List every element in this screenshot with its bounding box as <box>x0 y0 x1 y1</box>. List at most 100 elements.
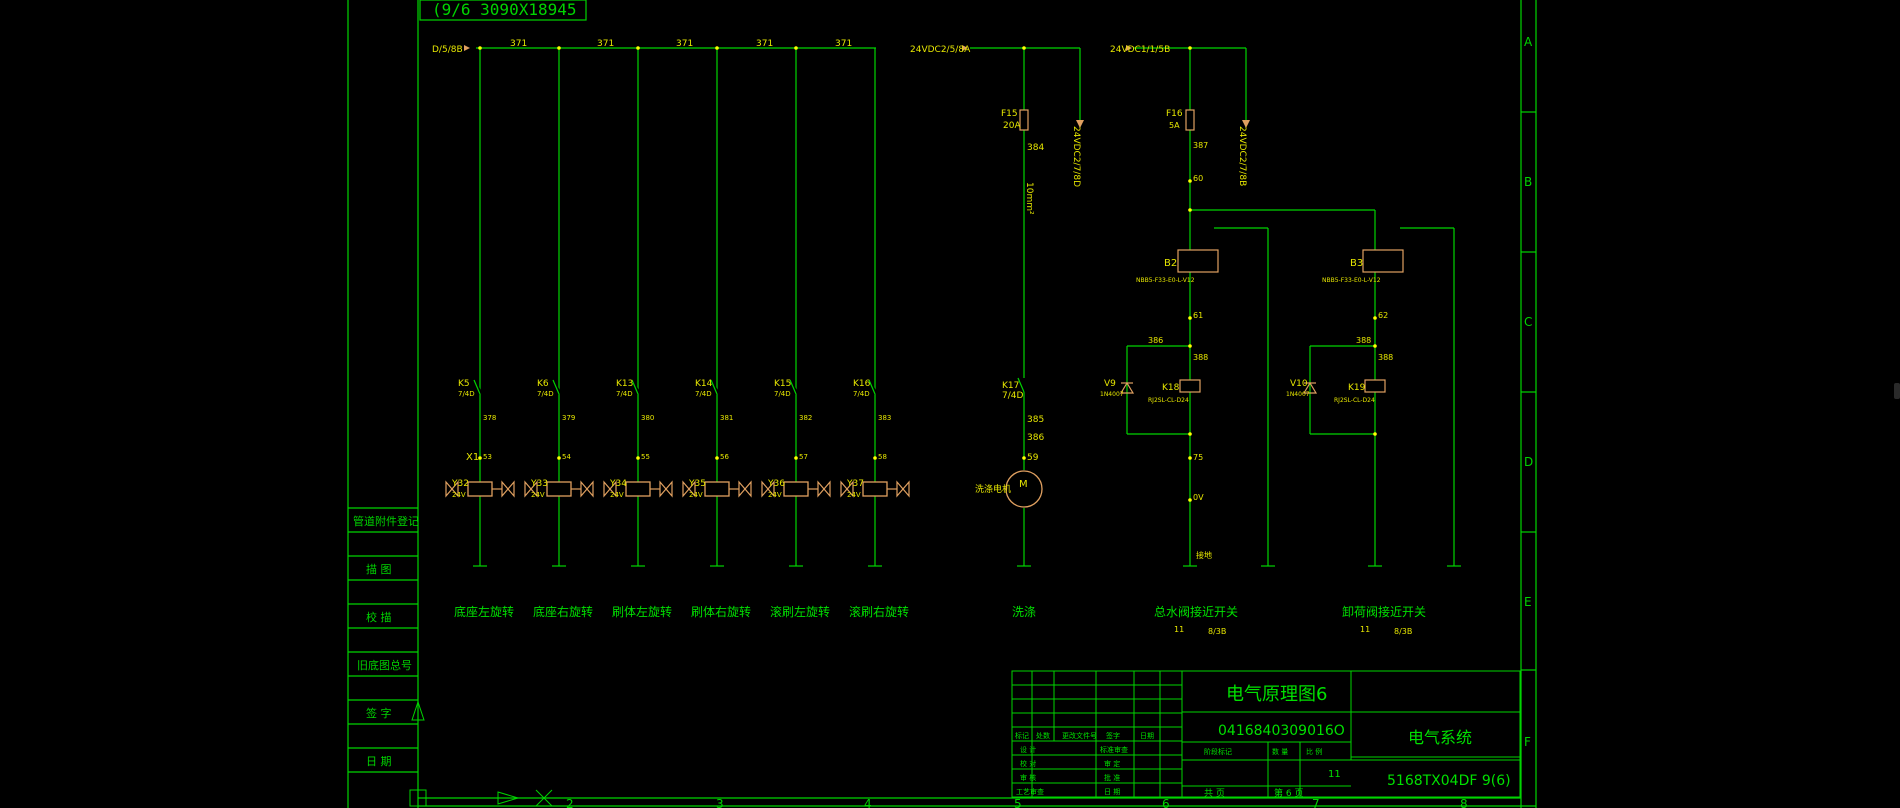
relay-contact <box>710 379 718 395</box>
role-review: 审 核 <box>1020 773 1036 782</box>
relay-contact <box>552 379 560 395</box>
terminal-label: 56 <box>720 453 729 461</box>
switch-wire-0v: 0V <box>1193 493 1204 502</box>
wire-label: 383 <box>878 414 891 422</box>
offpage-arrow-icon-b <box>1242 120 1250 128</box>
relay-contact <box>631 379 639 395</box>
bus-wire-label: 371 <box>597 39 614 49</box>
junction-dot <box>478 456 482 460</box>
role2-standard: 标准审查 <box>1100 745 1128 754</box>
col-number-7: 7 <box>1312 797 1320 808</box>
col-number-8: 8 <box>1460 797 1468 808</box>
relay-label: K15 <box>774 379 791 389</box>
circuit-label: 滚刷右旋转 <box>849 604 909 619</box>
left-record-panel: 管道附件登记 描 图 校 描 旧底图总号 签 字 日 期 <box>353 514 419 768</box>
header-count: 处数 <box>1036 731 1050 740</box>
solenoid-coil <box>625 481 651 497</box>
junction-dot <box>715 456 719 460</box>
diode-v10-icon <box>1302 381 1318 394</box>
motor-terminal: 59 <box>1027 453 1039 463</box>
sheet-total: 11 <box>1328 769 1341 780</box>
circuit-label: 底座左旋转 <box>454 604 514 619</box>
valve-icon <box>738 480 752 498</box>
fuse-f15 <box>1019 109 1029 131</box>
junction-dot <box>1373 344 1377 348</box>
sensor-b3-model: NBB5-F33-E0-L-V12 <box>1322 277 1381 284</box>
junction-dot <box>794 46 798 50</box>
panel-label-pipe: 管道附件登记 <box>353 514 419 528</box>
solenoid-coil <box>704 481 730 497</box>
switch-wire-386: 386 <box>1148 336 1163 345</box>
relay-k17-contact-ref: 7/4D <box>1002 391 1023 401</box>
circuit-label: 滚刷左旋转 <box>770 604 830 619</box>
header-date: 日期 <box>1140 732 1154 740</box>
switch-wire-61: 61 <box>1193 311 1203 320</box>
terminal-label: 54 <box>562 453 571 461</box>
wire-label: 381 <box>720 414 733 422</box>
junction-dot <box>1373 316 1377 320</box>
supply-arrow-icon-24b <box>1126 45 1132 51</box>
solenoid-coil <box>467 481 493 497</box>
circuit-label: 刷体右旋转 <box>691 604 751 619</box>
switch-wire-387: 387 <box>1193 141 1208 150</box>
drawing-frame <box>347 0 1537 808</box>
relay-k19-coil <box>1364 379 1386 393</box>
junction-dot <box>478 46 482 50</box>
bus-wire-label: 371 <box>835 39 852 49</box>
valve-icon-left <box>840 480 854 498</box>
supply-24a-ref: 24VDC2/5/8A <box>910 45 971 55</box>
coil-voltage: 24V <box>689 491 703 499</box>
panel-label-trace: 描 图 <box>366 562 392 576</box>
diode-v9-model: 1N4007 <box>1100 391 1124 398</box>
stage-scale: 比 例 <box>1306 747 1322 756</box>
relay-k18-coil <box>1179 379 1201 393</box>
supply-arrow-icon-24a <box>962 45 968 51</box>
junction-dot <box>1188 316 1192 320</box>
role2-date: 日 期 <box>1104 788 1120 796</box>
stage-quantity: 数 量 <box>1272 747 1288 756</box>
junction-dot <box>636 46 640 50</box>
x-axis-arrow-icon <box>497 791 520 805</box>
title-block-text: 电气原理图6 0416840309016O 电气系统 5168TX04DF 9(… <box>1015 684 1511 799</box>
valve-icon <box>501 480 515 498</box>
switch-wire-388: 388 <box>1193 353 1208 362</box>
junction-dot <box>1022 46 1026 50</box>
relay-label: K6 <box>537 379 549 389</box>
junction-dot <box>636 456 640 460</box>
wire-label: 382 <box>799 414 812 422</box>
header-mark: 标记 <box>1015 731 1029 740</box>
scrollbar-thumb[interactable] <box>1894 383 1900 399</box>
switch-wire-75: 75 <box>1193 453 1203 462</box>
relay-contact-ref: 7/4D <box>537 390 554 398</box>
row-label-e: E <box>1524 595 1532 609</box>
wire-label: 380 <box>641 414 654 422</box>
bus-wire-label: 371 <box>756 39 773 49</box>
relay-label: K14 <box>695 379 713 389</box>
relay-contact-ref: 7/4D <box>616 390 633 398</box>
sensor-b3-label: B3 <box>1350 258 1363 269</box>
coil-label: Y32 <box>451 479 469 489</box>
offpage-b-ref: 24VDC2/7/8B <box>1237 126 1247 186</box>
col-number-4: 4 <box>864 797 872 808</box>
terminal-label: 55 <box>641 453 650 461</box>
main-bus-labels: D/5/8B 371 371 371 371 371 <box>432 39 852 55</box>
junction-dot <box>1373 432 1377 436</box>
col-number-6: 6 <box>1162 797 1170 808</box>
title-block-headers: 标记 处数 更改文件号 签字 日期 设 计 校 对 审 核 工艺审查 标准审查 … <box>1015 731 1322 796</box>
supply-main-ref: D/5/8B <box>432 45 463 55</box>
row-label-c: C <box>1524 315 1532 329</box>
role2-approve: 审 定 <box>1104 759 1120 768</box>
relay-k19-label: K19 <box>1348 383 1366 393</box>
relay-contact <box>789 379 797 395</box>
valve-icon-left <box>761 480 775 498</box>
relay-k17-contact <box>1017 377 1025 393</box>
header-sign: 签字 <box>1106 731 1120 740</box>
valve-icon <box>659 480 673 498</box>
junction-dot <box>1188 46 1192 50</box>
coil-voltage: 24V <box>847 491 861 499</box>
system-name: 电气系统 <box>1408 728 1472 747</box>
valve-icon-left <box>445 480 459 498</box>
panel-label-sign: 签 字 <box>366 706 392 720</box>
